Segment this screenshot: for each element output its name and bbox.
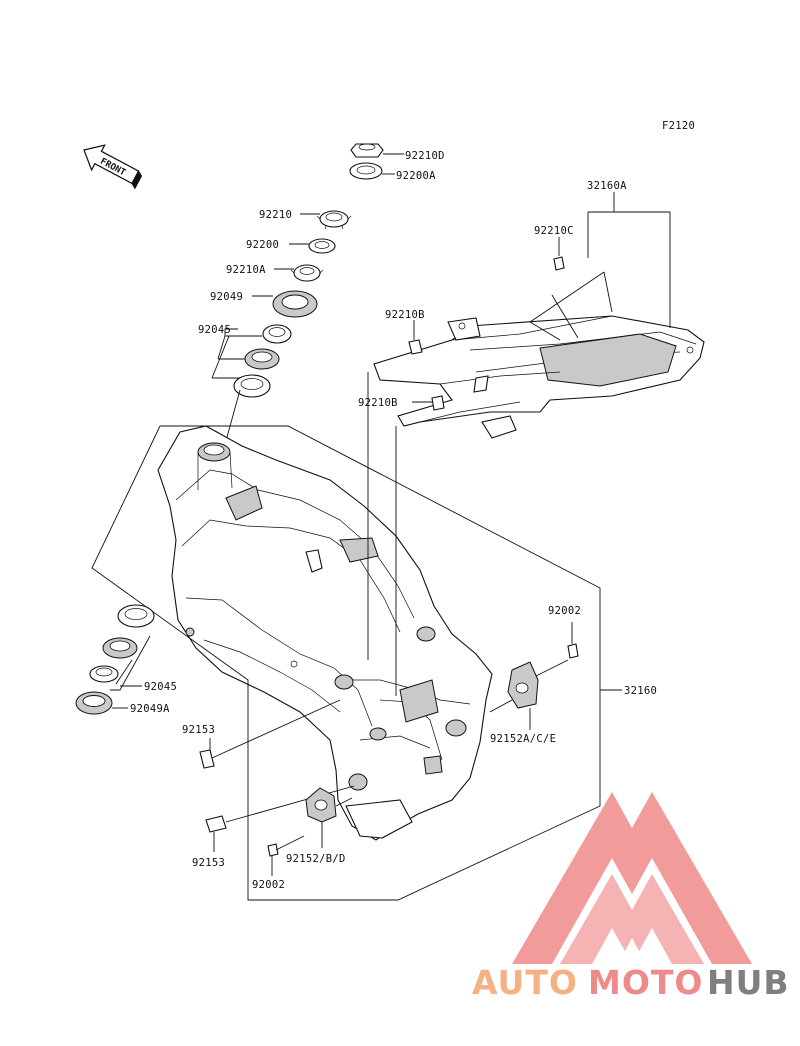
stem-nut-92210D (350, 143, 404, 158)
bolt-92210B-lower (412, 395, 445, 411)
label-92002-right: 92002 (548, 605, 581, 617)
label-92153-lower: 92153 (192, 857, 225, 869)
wordmark-hub: HUB (707, 963, 790, 1002)
label-92045-top: 92045 (198, 324, 231, 336)
label-92049: 92049 (210, 291, 243, 303)
seal-92049A (75, 691, 128, 715)
label-92153-upper: 92153 (182, 724, 215, 736)
label-92200: 92200 (246, 239, 279, 251)
label-92210C: 92210C (534, 225, 574, 237)
label-92002-bottom: 92002 (252, 879, 285, 891)
subframe-32160A (373, 271, 705, 439)
nut-92210A (274, 264, 324, 282)
seal-92049 (252, 290, 318, 318)
bolt-92210C (553, 237, 565, 271)
wordmark-moto: MOTO (588, 963, 703, 1002)
label-92049A: 92049A (130, 703, 170, 715)
wordmark-auto: AUTO (472, 963, 578, 1002)
locknut-92210 (300, 210, 352, 230)
main-frame-32160 (157, 425, 493, 841)
label-32160: 32160 (624, 685, 657, 697)
label-92210A: 92210A (226, 264, 266, 276)
washer-92200 (289, 238, 336, 254)
diagram-code: F2120 (662, 120, 695, 132)
main-frame-callout (91, 372, 622, 901)
label-92210: 92210 (259, 209, 292, 221)
label-92210B-upper: 92210B (385, 309, 425, 321)
bolt-92210B-upper (408, 320, 423, 355)
label-92152ACE: 92152A/C/E (490, 733, 556, 745)
bearing-stack-92045-top (211, 324, 292, 449)
label-92045-bottom: 92045 (144, 681, 177, 693)
label-92210B-lower: 92210B (358, 397, 398, 409)
automotohub-logo-icon (512, 792, 752, 964)
label-92152BD: 92152/B/D (286, 853, 346, 865)
bearing-stack-92045-bottom (89, 604, 155, 691)
bracket-92152BD (305, 787, 353, 848)
front-arrow-icon: FRONT (83, 144, 143, 190)
label-92210D: 92210D (405, 150, 445, 162)
bolt-92002-right (567, 622, 579, 659)
subframe-callout (587, 192, 671, 328)
washer-92200A (349, 162, 395, 180)
label-32160A: 32160A (587, 180, 627, 192)
bolt-92153-lower (205, 785, 355, 852)
bolt-92153-upper (199, 699, 341, 769)
automotohub-wordmark: AUTO MOTO HUB (472, 963, 790, 1002)
bolt-92002-bottom (267, 835, 305, 876)
label-92200A: 92200A (396, 170, 436, 182)
bracket-92152ACE (489, 659, 569, 730)
